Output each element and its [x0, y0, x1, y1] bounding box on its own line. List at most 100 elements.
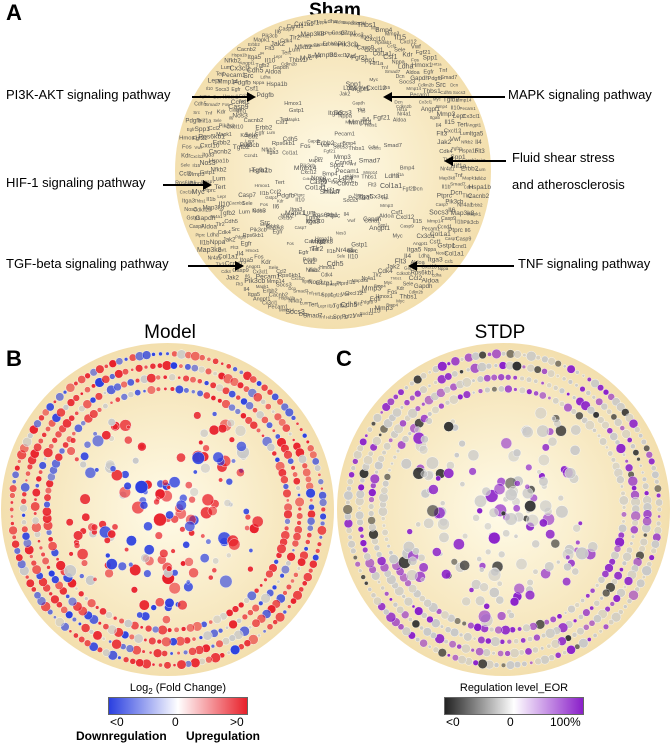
gene-node	[356, 518, 364, 527]
gene-node	[212, 451, 224, 463]
gene-label: Sele	[213, 118, 222, 123]
gene-node	[107, 624, 118, 635]
gene-label: Casp7	[326, 281, 340, 287]
gene-node	[362, 546, 369, 553]
gene-node	[384, 591, 390, 597]
gene-label: Gstp1	[316, 280, 334, 287]
gene-label: Flt3	[230, 245, 238, 251]
gene-node	[559, 401, 565, 407]
gene-node	[136, 611, 143, 619]
gene-label: Nfkb2	[224, 58, 241, 65]
gene-node	[169, 386, 175, 392]
gene-label: Il6	[448, 207, 455, 214]
gene-node	[387, 468, 392, 473]
gene-node	[592, 428, 597, 433]
gene-node	[249, 375, 258, 384]
gene-label: Rps6kb1	[272, 141, 295, 147]
gene-node	[472, 514, 480, 522]
gene-node	[472, 659, 479, 666]
gene-node	[343, 490, 354, 501]
gene-label: Tlr2	[290, 35, 301, 42]
gene-label: Tnf	[360, 118, 367, 123]
gene-node	[610, 413, 618, 421]
gene-node	[533, 365, 542, 374]
gene-node	[173, 626, 180, 633]
gene-node	[84, 467, 97, 479]
gene-label: Vwf	[320, 143, 329, 149]
gene-node	[90, 523, 99, 531]
gene-node	[488, 587, 500, 598]
gene-node	[620, 490, 626, 496]
gene-label: Thbs1	[357, 22, 376, 29]
gene-label: Erbb2	[248, 42, 260, 47]
gene-node	[562, 364, 567, 369]
gene-node	[373, 544, 381, 552]
gene-node	[97, 621, 102, 626]
gene-label: Angpt1	[348, 86, 370, 93]
gene-node	[385, 612, 397, 623]
gene-node	[266, 443, 276, 452]
gene-label: Il6	[275, 30, 281, 36]
gene-node	[656, 506, 662, 513]
gene-label: Myc	[396, 299, 405, 304]
gene-node	[636, 457, 641, 462]
gene-node	[392, 407, 402, 418]
gene-node	[228, 436, 235, 443]
gene-node	[151, 352, 156, 357]
gene-label: Sele	[269, 265, 279, 271]
gene-node	[282, 488, 292, 498]
gene-label: Fos	[254, 254, 264, 260]
gene-node	[299, 427, 304, 432]
gene-node	[23, 538, 32, 548]
gene-node	[359, 539, 368, 547]
gene-node	[143, 544, 155, 555]
gene-node	[218, 423, 228, 434]
gene-node	[570, 408, 577, 415]
gene-node	[284, 525, 290, 532]
gene-node	[571, 567, 580, 576]
gene-node	[573, 618, 578, 623]
gene-node	[535, 355, 541, 361]
gene-node	[614, 418, 623, 427]
gene-node	[521, 364, 526, 369]
gene-node	[350, 465, 356, 471]
gene-node	[170, 361, 178, 370]
gene-node	[236, 381, 244, 389]
gene-label: Cx3cl1	[262, 301, 278, 307]
gene-label: Sele	[244, 132, 257, 139]
gene-label: Il6	[354, 44, 359, 49]
gene-label: Lepr	[217, 194, 226, 199]
gene-label: Socs3	[333, 144, 348, 150]
gene-node	[613, 545, 622, 553]
network-nodes: LumNfkb2Hspa1bCacnb2Erbb2Mapk1Pik3cbIl6C…	[175, 19, 491, 321]
gene-label: Hmox1	[255, 183, 271, 189]
gene-node	[129, 658, 137, 665]
gene-label: Gapdh	[308, 138, 321, 143]
gene-label: Cx3cl1	[462, 114, 480, 120]
gene-node	[487, 352, 492, 357]
gene-label: Ccnd1	[437, 224, 452, 230]
gene-label: Il6	[245, 274, 250, 279]
gene-node	[457, 393, 464, 400]
gene-node	[309, 450, 318, 459]
gene-node	[545, 529, 556, 540]
gene-label: Cx3cl1	[369, 146, 382, 151]
gene-node	[584, 420, 595, 431]
gene-label: Cdk4	[321, 272, 333, 278]
gene-label: Il4	[344, 212, 350, 218]
gene-node	[505, 660, 515, 670]
gene-node	[448, 640, 457, 649]
gene-node	[94, 467, 100, 473]
gene-node	[240, 412, 247, 420]
gene-node	[276, 579, 281, 584]
gene-node	[536, 424, 550, 438]
gene-node	[145, 625, 153, 633]
gene-label: Spp1	[423, 55, 438, 62]
gene-node	[146, 385, 156, 395]
gene-node	[111, 523, 119, 531]
gene-node	[77, 375, 86, 384]
gene-node	[590, 378, 600, 389]
gene-label: Spp1	[194, 126, 210, 133]
gene-node	[364, 581, 369, 586]
gene-node	[458, 439, 466, 448]
